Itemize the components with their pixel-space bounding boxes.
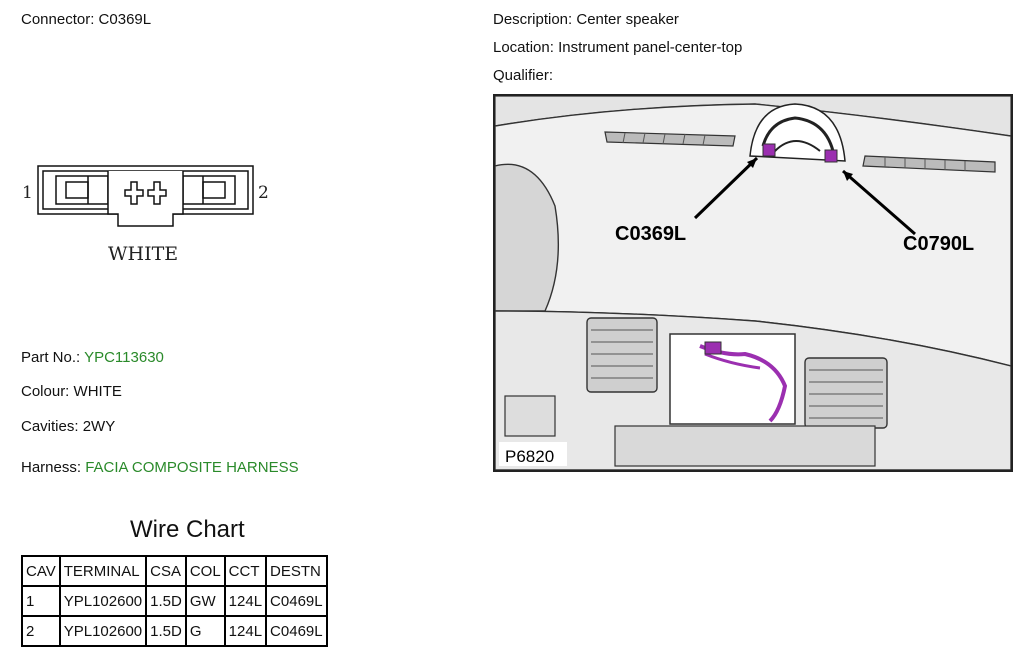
cell-col: GW [184,585,226,617]
part-no-line: Part No.: YPC113630 [21,349,164,366]
header-cav: CAV [21,555,61,587]
cell-cct: 124L [223,615,268,647]
qualifier-label: Qualifier: [493,67,554,84]
header-terminal: TERMINAL [58,555,148,587]
header-col: COL [184,555,226,587]
table-row: 2 YPL102600 1.5D G 124L C0469L [21,615,328,647]
cell-csa: 1.5D [145,585,187,617]
wire-chart-title: Wire Chart [130,516,245,543]
location-label: Location: [493,39,554,56]
header-cct: CCT [223,555,268,587]
connector-value: C0369L [98,11,152,28]
cell-cav: 2 [21,615,61,647]
cell-terminal: YPL102600 [58,585,148,617]
cell-col: G [184,615,226,647]
cell-destn-link[interactable]: C0469L [265,615,328,647]
callout-c0790l: C0790L [903,233,974,255]
location-value: Instrument panel-center-top [558,39,743,56]
connector-label: Connector: [21,11,95,28]
colour-line: Colour: WHITE [21,383,122,400]
header-csa: CSA [145,555,187,587]
cell-terminal: YPL102600 [58,615,148,647]
connector-face-diagram: 1 2 WHITE [22,165,269,265]
cell-cav: 1 [21,585,61,617]
wire-chart-table: CAV TERMINAL CSA COL CCT DESTN 1 YPL1026… [21,555,328,647]
harness-link[interactable]: FACIA COMPOSITE HARNESS [85,459,299,476]
cavities-line: Cavities: 2WY [21,418,115,435]
part-no-link[interactable]: YPC113630 [84,349,164,366]
colour-value: WHITE [73,383,122,400]
cell-csa: 1.5D [145,615,187,647]
harness-line: Harness: FACIA COMPOSITE HARNESS [21,459,299,476]
description-line: Description: Center speaker [493,11,679,28]
connector-line: Connector: C0369L [21,11,151,28]
cavities-value: 2WY [82,418,116,435]
dashboard-illustration: C0369L C0790L P6820 [495,96,1011,470]
table-header-row: CAV TERMINAL CSA COL CCT DESTN [21,555,328,587]
connector-color-label: WHITE [108,243,178,265]
colour-label: Colour: [21,383,70,400]
table-row: 1 YPL102600 1.5D GW 124L C0469L [21,585,328,617]
cavities-label: Cavities: [21,418,79,435]
location-illustration: C0369L C0790L P6820 [493,94,1013,472]
pin-2-label: 2 [258,183,269,203]
description-value: Center speaker [576,11,679,28]
qualifier-line: Qualifier: [493,67,553,84]
header-destn: DESTN [265,555,328,587]
figure-id-label: P6820 [505,447,554,466]
cell-destn-link[interactable]: C0469L [265,585,328,617]
pin-1-label: 1 [22,183,33,203]
location-line: Location: Instrument panel-center-top [493,39,742,56]
part-no-label: Part No.: [21,349,81,366]
callout-c0369l: C0369L [615,223,686,245]
cell-cct: 124L [223,585,268,617]
description-label: Description: [493,11,573,28]
harness-label: Harness: [21,459,82,476]
